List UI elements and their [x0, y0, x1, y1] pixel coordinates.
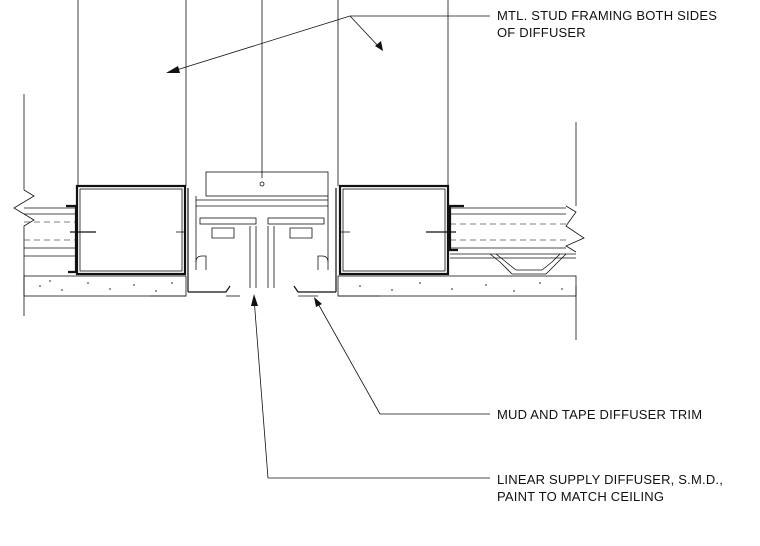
leader-linear-diffuser: [251, 294, 490, 479]
leader-diffuser-trim: [314, 297, 490, 415]
note-diffuser-trim-line1: MUD AND TAPE DIFFUSER TRIM: [497, 407, 703, 422]
note-stud-framing-line2: OF DIFFUSER: [497, 25, 586, 40]
left-metal-stud: [66, 184, 187, 276]
leader-stud-framing: [166, 15, 490, 73]
note-stud-framing: MTL. STUD FRAMING BOTH SIDES OF DIFFUSER: [497, 7, 717, 41]
note-diffuser-trim: MUD AND TAPE DIFFUSER TRIM: [497, 406, 702, 423]
right-ceiling-assembly: [337, 205, 585, 297]
left-ceiling-assembly: [13, 189, 187, 297]
note-stud-framing-line1: MTL. STUD FRAMING BOTH SIDES: [497, 8, 718, 23]
vertical-framing-lines: [23, 0, 577, 340]
note-linear-diffuser-line1: LINEAR SUPPLY DIFFUSER, S.M.D.,: [497, 472, 724, 487]
note-linear-diffuser-line2: PAINT TO MATCH CEILING: [497, 489, 665, 504]
linear-diffuser: [187, 171, 337, 297]
right-metal-stud: [338, 184, 464, 276]
note-linear-diffuser: LINEAR SUPPLY DIFFUSER, S.M.D., PAINT TO…: [497, 471, 723, 505]
